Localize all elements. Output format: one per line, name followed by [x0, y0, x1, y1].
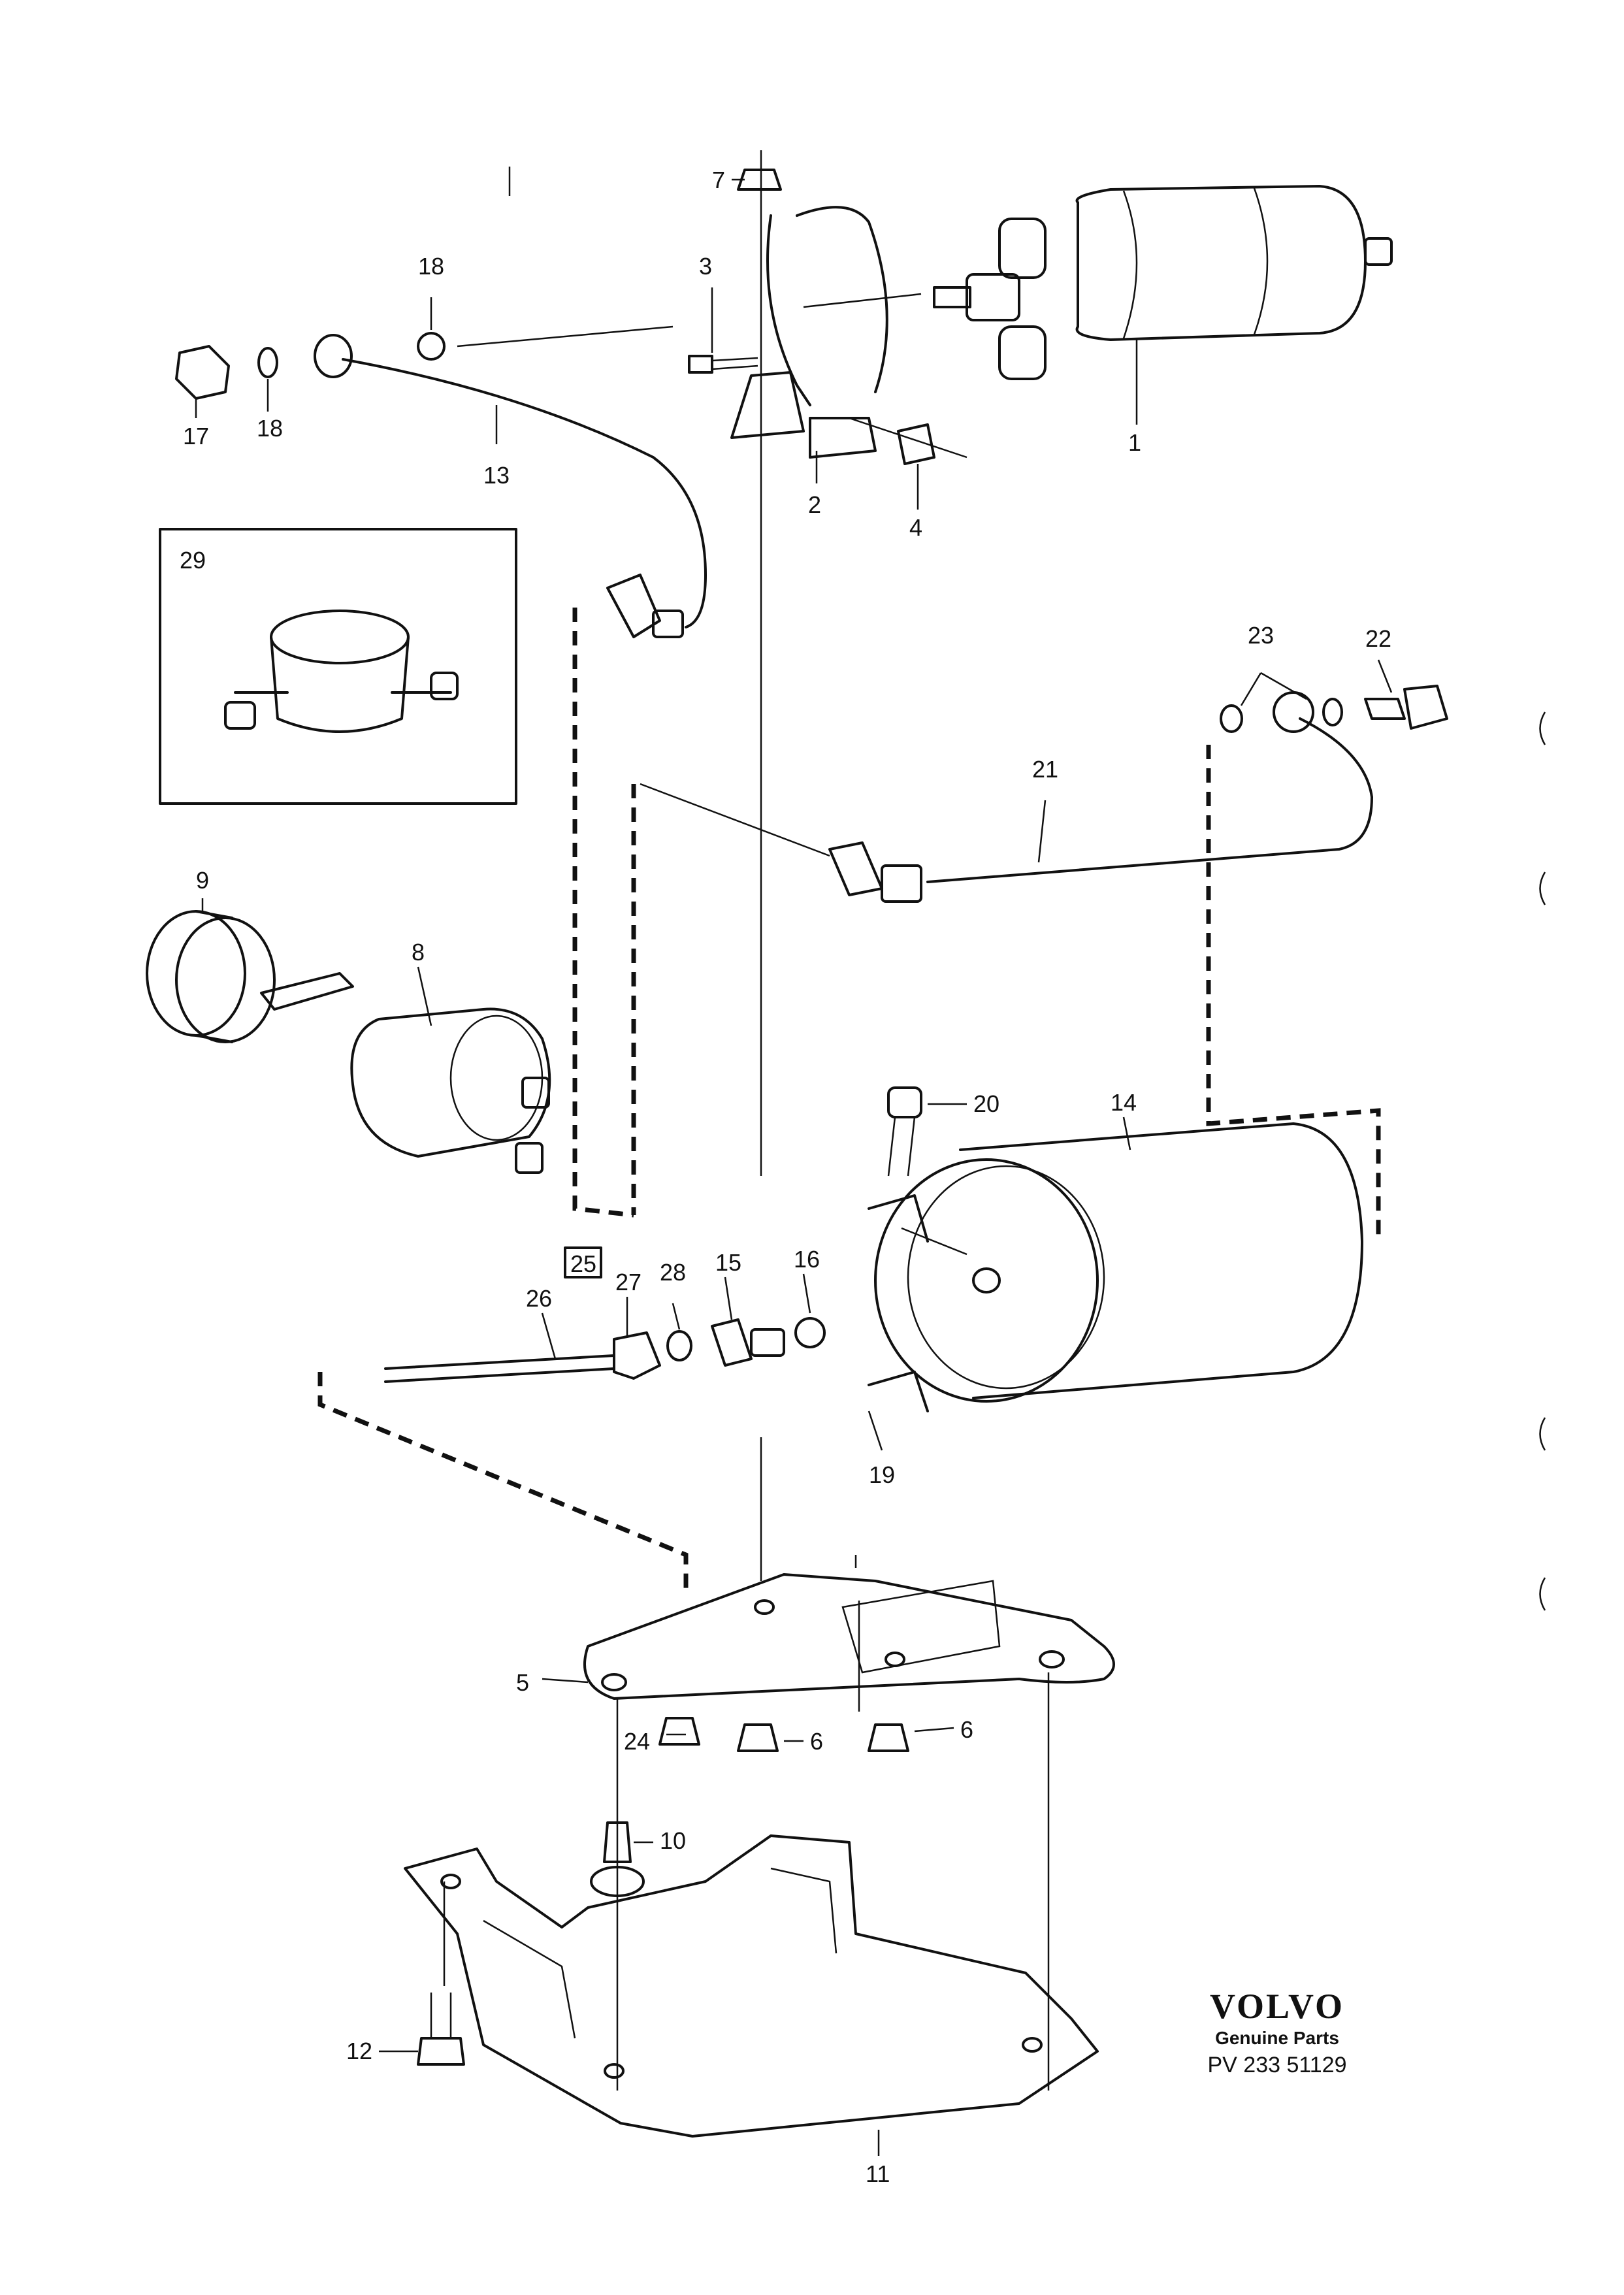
- part-6-screw-b: [868, 1723, 909, 1752]
- part-16-washer: [794, 1317, 826, 1348]
- callout-3: 3: [699, 253, 712, 280]
- callout-24: 24: [624, 1728, 650, 1755]
- part-12-screw: [417, 1993, 465, 2066]
- callout-1: 1: [1128, 429, 1141, 456]
- callout-4: 4: [909, 514, 922, 541]
- part-26-pipe: [384, 1354, 615, 1383]
- callout-27: 27: [615, 1269, 641, 1295]
- callout-20: 20: [973, 1090, 999, 1117]
- callout-9: 9: [196, 867, 209, 894]
- part-23-washers: [1220, 691, 1343, 733]
- callout-23: 23: [1248, 622, 1274, 649]
- brand-logo: VOLVO: [1210, 1987, 1344, 2026]
- callout-labels: 1 2 3 4 5 6 6 7 8 9 10 11 12 13 14 15 16…: [180, 167, 1391, 2187]
- part-11-lower-bracket: [404, 1834, 1099, 2138]
- alignment-lines: [443, 150, 1050, 2091]
- part-19-clamp: [868, 1194, 929, 1412]
- callout-25: 25: [570, 1250, 596, 1277]
- part-22-banjo-bolt: [1364, 685, 1448, 730]
- callout-8: 8: [412, 939, 425, 966]
- callout-29: 29: [180, 547, 206, 574]
- part-14-accumulator: [874, 1122, 1363, 1403]
- part-27-union-nut: [613, 1331, 661, 1380]
- part-8-fuel-pump: [350, 1007, 551, 1174]
- part-3-bolt: [688, 355, 758, 374]
- part-6-screw-a: [737, 1723, 779, 1752]
- callout-6-a: 6: [810, 1728, 823, 1755]
- brand-subtitle: Genuine Parts: [1215, 2028, 1339, 2048]
- part-18-washer-left: [257, 347, 278, 378]
- part-1-fuel-filter: [933, 185, 1393, 380]
- part-20-screw: [887, 1086, 922, 1177]
- callout-18-b: 18: [418, 253, 444, 280]
- callout-2: 2: [808, 491, 821, 518]
- brand-block: VOLVO Genuine Parts PV 233 51129: [1169, 1986, 1385, 2078]
- callout-10: 10: [660, 1827, 686, 1854]
- part-15-adapter: [711, 1318, 785, 1367]
- part-7-nut: [737, 169, 782, 191]
- callout-13: 13: [483, 462, 510, 489]
- callout-5: 5: [516, 1669, 529, 1696]
- callout-14: 14: [1111, 1089, 1137, 1116]
- part-9-ring: [146, 910, 354, 1043]
- callout-6-b: 6: [960, 1716, 973, 1743]
- callout-25-box: [564, 1246, 602, 1278]
- callout-7: 7: [712, 167, 725, 193]
- callout-22: 22: [1365, 625, 1391, 652]
- part-24-screw: [658, 1717, 700, 1746]
- callout-19: 19: [869, 1461, 895, 1488]
- callout-15: 15: [715, 1249, 741, 1276]
- callout-28: 28: [660, 1259, 686, 1286]
- part-2-clamp: [730, 206, 888, 459]
- part-18-washer-upper: [417, 332, 446, 361]
- callout-21: 21: [1032, 756, 1058, 783]
- assembly-dashed-lines: [317, 608, 1381, 1594]
- part-29-inset: [159, 528, 517, 805]
- margin-marks: [1539, 711, 1546, 1611]
- callout-17: 17: [183, 423, 209, 449]
- diagram-code: PV 233 51129: [1207, 2053, 1347, 2077]
- part-13-fuel-pipe: [314, 334, 707, 638]
- callout-11: 11: [866, 2160, 890, 2187]
- part-28-olive: [666, 1330, 692, 1361]
- part-21-pipe: [828, 717, 1373, 903]
- callout-26: 26: [526, 1285, 552, 1312]
- callout-12: 12: [346, 2038, 372, 2064]
- callout-18-a: 18: [257, 415, 283, 442]
- callout-16: 16: [794, 1246, 820, 1273]
- part-17-nut: [175, 345, 230, 400]
- callout-leaders: [195, 167, 1393, 2156]
- part-5-bracket-plate: [583, 1573, 1115, 1700]
- part-4-nut: [897, 423, 935, 465]
